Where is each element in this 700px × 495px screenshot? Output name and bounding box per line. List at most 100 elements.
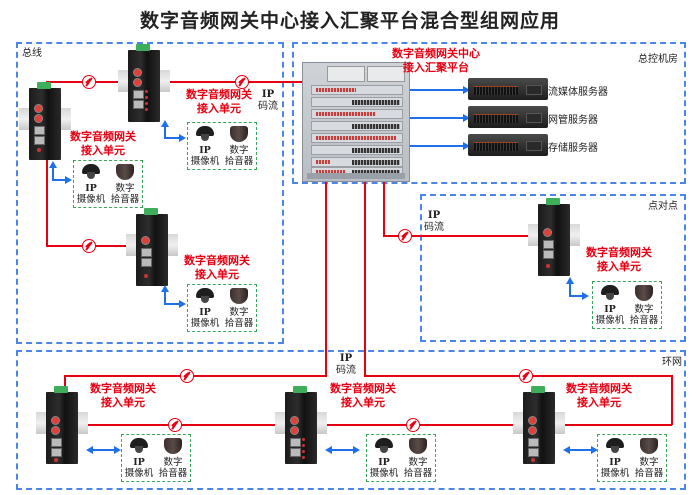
digital-microphone-icon xyxy=(164,438,182,454)
gateway-unit-label: 数字音频网关接入单元 xyxy=(330,382,396,409)
arrow-up-icon xyxy=(161,120,169,127)
link-to-server xyxy=(410,89,464,91)
fiber-link xyxy=(325,180,327,376)
ip-camera-icon xyxy=(601,285,619,301)
fiber-link-icon xyxy=(398,229,412,243)
fiber-link xyxy=(671,375,673,425)
ip-camera-icon xyxy=(130,438,148,454)
digital-microphone-icon xyxy=(230,126,248,142)
gateway-unit-label: 数字音频网关接入单元 xyxy=(586,246,652,273)
link-to-server xyxy=(410,117,464,119)
fiber-link xyxy=(46,160,48,246)
ip-camera-icon xyxy=(196,126,214,142)
ip-camera-icon xyxy=(196,288,214,304)
arrow-right-icon xyxy=(582,292,589,300)
gateway-unit-label: 数字音频网关接入单元 xyxy=(186,88,252,115)
zone-point-to-point xyxy=(420,194,686,342)
server-label: 流媒体服务器 xyxy=(548,87,608,98)
arrow-up-icon xyxy=(161,285,169,292)
zone-control-room-label: 总控机房 xyxy=(638,54,678,65)
fiber-link-icon xyxy=(82,239,96,253)
ethernet-link xyxy=(569,295,583,297)
aggregation-platform-chassis xyxy=(302,62,410,182)
ethernet-link xyxy=(329,449,355,451)
gateway-access-unit xyxy=(275,386,327,464)
fiber-link xyxy=(383,235,543,237)
arrow-right-icon xyxy=(353,446,360,454)
gateway-unit-label: 数字音频网关接入单元 xyxy=(90,382,156,409)
ethernet-link xyxy=(52,164,54,180)
arrow-right-icon xyxy=(591,446,598,454)
zone-bus-label: 总线 xyxy=(22,48,42,59)
fiber-link xyxy=(364,180,366,376)
storage-server xyxy=(468,134,548,156)
ethernet-link xyxy=(164,137,180,139)
fiber-link-icon xyxy=(406,418,420,432)
arrow-left-icon xyxy=(325,446,332,454)
streaming-media-server xyxy=(468,78,548,100)
gateway-unit-label: 数字音频网关接入单元 xyxy=(184,254,250,281)
ethernet-link xyxy=(164,124,166,138)
fiber-link xyxy=(383,180,385,236)
fiber-link-icon xyxy=(519,369,533,383)
gateway-access-unit xyxy=(36,386,88,464)
fiber-link-icon xyxy=(235,75,249,89)
ethernet-link xyxy=(569,280,571,296)
ethernet-link xyxy=(90,449,116,451)
arrow-left-icon xyxy=(86,446,93,454)
network-management-server xyxy=(468,106,548,128)
arrow-left-icon xyxy=(563,446,570,454)
arrow-right-icon xyxy=(463,86,470,94)
zone-bus xyxy=(16,42,284,344)
zone-ring xyxy=(16,350,686,490)
digital-microphone-icon xyxy=(116,164,134,180)
diagram-title: 数字音频网关中心接入汇聚平台混合型组网应用 xyxy=(139,10,560,32)
center-platform-label: 数字音频网关中心 接入汇聚平台 xyxy=(392,47,480,74)
gateway-unit-label: 数字音频网关接入单元 xyxy=(70,130,136,157)
arrow-up-icon xyxy=(49,161,57,168)
ip-camera-icon xyxy=(82,164,100,180)
ip-camera-icon xyxy=(606,438,624,454)
arrow-up-icon xyxy=(566,277,574,284)
gateway-access-unit xyxy=(126,208,178,286)
fiber-link xyxy=(364,375,672,377)
zone-ring-label: 环网 xyxy=(662,357,682,368)
server-label: 网管服务器 xyxy=(548,115,598,126)
fiber-link-icon xyxy=(82,75,96,89)
ip-camera-icon xyxy=(375,438,393,454)
arrow-right-icon xyxy=(179,300,186,308)
server-label: 存储服务器 xyxy=(548,143,598,154)
link-to-server xyxy=(410,145,464,147)
gateway-unit-label: 数字音频网关接入单元 xyxy=(566,382,632,409)
gateway-access-unit xyxy=(513,386,565,464)
fiber-link xyxy=(80,424,672,426)
arrow-right-icon xyxy=(65,176,72,184)
gateway-access-unit xyxy=(118,44,170,122)
zone-control-room xyxy=(292,42,686,184)
arrow-right-icon xyxy=(114,446,121,454)
fiber-link xyxy=(46,81,302,83)
digital-microphone-icon xyxy=(635,285,653,301)
digital-microphone-icon xyxy=(230,288,248,304)
ethernet-link xyxy=(52,179,66,181)
ethernet-link xyxy=(567,449,593,451)
arrow-right-icon xyxy=(463,114,470,122)
fiber-link-icon xyxy=(180,369,194,383)
zone-point-to-point-label: 点对点 xyxy=(648,201,678,212)
gateway-access-unit xyxy=(528,198,580,276)
fiber-link-icon xyxy=(168,418,182,432)
ethernet-link xyxy=(164,288,166,304)
digital-microphone-icon xyxy=(409,438,427,454)
ethernet-link xyxy=(164,303,180,305)
arrow-right-icon xyxy=(179,134,186,142)
